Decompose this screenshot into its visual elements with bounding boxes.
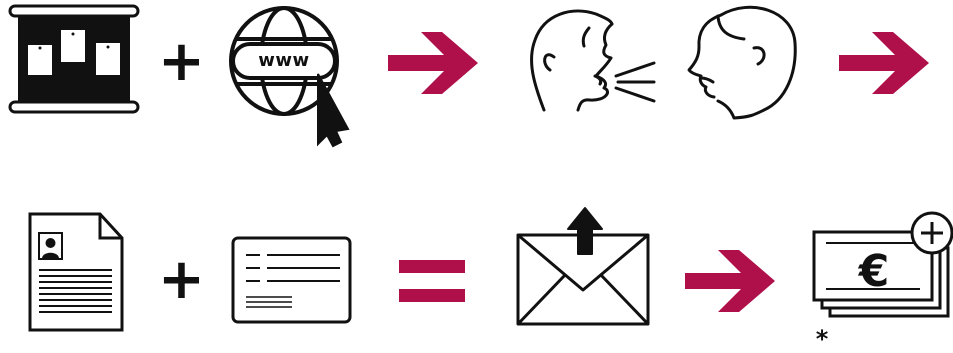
equals-icon — [399, 260, 465, 302]
website-label: www — [246, 50, 322, 72]
plus-symbol-bottom: + — [158, 252, 198, 308]
arrow-right-icon-3 — [685, 250, 775, 312]
resume-document-icon — [30, 214, 122, 330]
website-cursor-icon — [231, 8, 348, 146]
speaking-head-icon — [532, 11, 654, 110]
arrow-right-icon-2 — [839, 32, 929, 94]
euro-symbol: € — [848, 247, 900, 297]
arrow-right-icon — [388, 32, 478, 94]
footnote-marker: * — [812, 330, 832, 348]
pinboard-icon — [10, 6, 138, 112]
plus-symbol-top: + — [158, 34, 198, 90]
form-card-icon — [233, 238, 350, 322]
listening-head-icon — [689, 7, 795, 118]
envelope-upload-icon — [518, 208, 648, 324]
